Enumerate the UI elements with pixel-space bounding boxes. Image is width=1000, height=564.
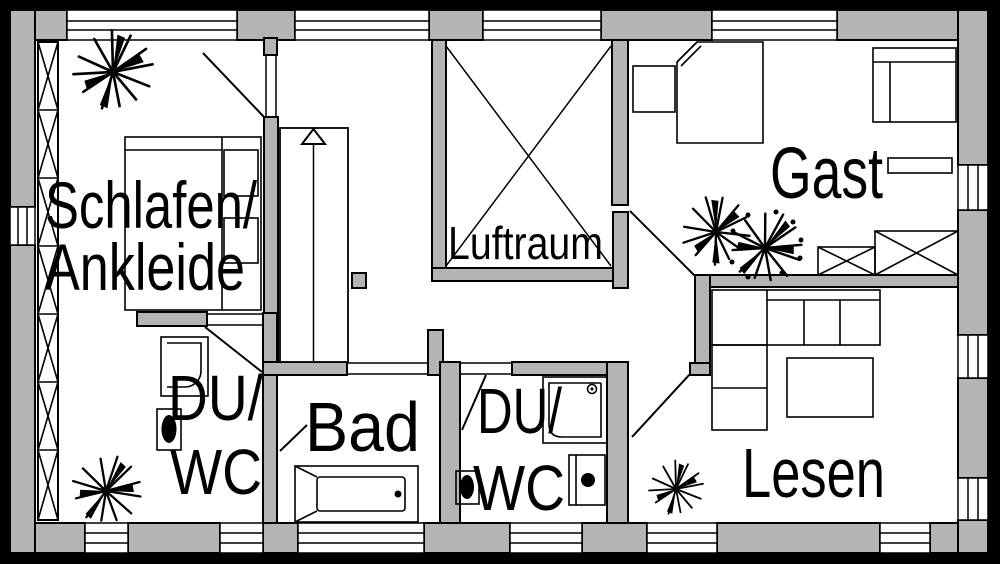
bed-gast <box>676 41 764 144</box>
cabinet-crossed-large <box>874 230 959 276</box>
stair-up-arrow-icon <box>299 127 328 145</box>
window <box>879 522 931 554</box>
basin-du-wc-right <box>455 470 480 505</box>
door-du-wc-left <box>204 326 263 373</box>
window <box>9 206 36 246</box>
dresser-gast <box>872 47 957 123</box>
window <box>957 164 989 211</box>
window <box>294 9 430 41</box>
bathtub <box>294 465 419 523</box>
exterior-walls <box>9 9 989 554</box>
door-gast <box>629 210 696 277</box>
door-schlafen <box>202 52 265 118</box>
window <box>482 9 602 41</box>
window <box>297 522 425 554</box>
toilet-du-wc-left <box>156 408 182 451</box>
room-label-schlafen-line2: Ankleide <box>45 230 245 304</box>
room-label-du-wc-left-line1: DU/ <box>168 362 263 434</box>
room-label-bad: Bad <box>305 388 420 466</box>
radiator-gast <box>887 157 953 174</box>
door-du-wc-right <box>461 374 487 431</box>
room-label-schlafen-line1: Schlafen/ <box>45 168 258 242</box>
window <box>711 9 838 41</box>
room-label-du-wc-left-line2: WC <box>170 436 262 508</box>
window <box>957 334 989 379</box>
plant-seed-dots <box>729 209 804 280</box>
door-thresholds <box>207 55 512 375</box>
room-label-du-wc-right-line2: WC <box>473 452 565 524</box>
shower-du-wc-left <box>160 336 209 397</box>
window <box>509 522 583 554</box>
window <box>957 477 989 521</box>
window <box>84 522 129 554</box>
coffee-table-lesen <box>786 357 874 418</box>
room-label-du-wc-right-line1: DU/ <box>477 375 562 447</box>
interior-walls <box>136 37 959 524</box>
wardrobe <box>37 41 59 521</box>
windows <box>9 9 989 554</box>
staircase <box>279 127 349 363</box>
window <box>646 522 718 554</box>
window <box>219 522 264 554</box>
bed-schlafen <box>124 136 262 311</box>
void-cross-icon <box>445 45 612 267</box>
sofa-lesen <box>711 289 881 431</box>
room-label-luftraum: Luftraum <box>448 217 603 269</box>
nightstand-gast <box>632 65 676 113</box>
door-bad <box>279 424 308 452</box>
shower-du-wc-right <box>542 376 608 444</box>
plants <box>62 28 817 534</box>
window <box>66 9 238 41</box>
room-label-gast: Gast <box>770 134 883 214</box>
door-lesen <box>631 373 691 438</box>
room-label-lesen: Lesen <box>742 434 885 512</box>
door-leaves <box>202 52 696 452</box>
toilet-du-wc-right <box>568 454 606 506</box>
